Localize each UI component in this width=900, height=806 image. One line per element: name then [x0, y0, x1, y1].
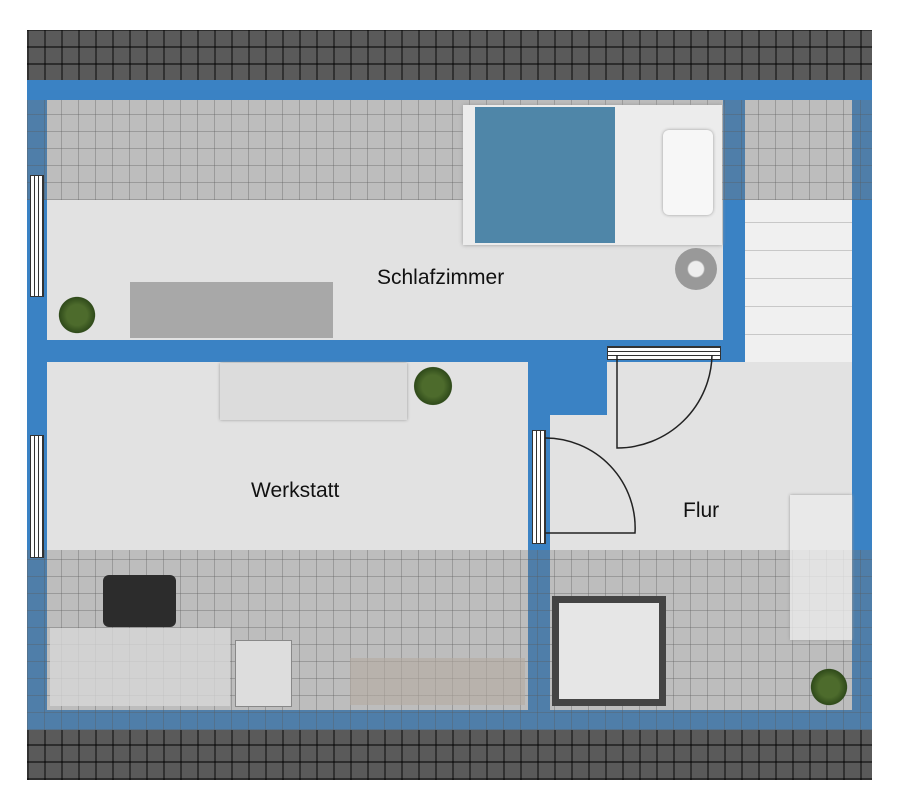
plant-icon [55, 295, 99, 335]
room-label-bedroom: Schlafzimmer [377, 266, 505, 289]
roof-bottom [27, 728, 872, 780]
bookshelf [350, 658, 525, 705]
lamp [675, 248, 717, 290]
window-workshop [30, 435, 44, 558]
staircase [745, 200, 852, 362]
slope-top [27, 100, 872, 200]
office-chair [103, 575, 176, 627]
window-bedroom [30, 175, 44, 297]
roof-hatch [552, 596, 666, 706]
roof-top [27, 30, 872, 82]
door-frame-bedroom [607, 346, 721, 360]
plant-icon [410, 365, 456, 407]
room-label-workshop: Werkstatt [251, 479, 340, 502]
office-desk [50, 628, 230, 706]
bed-pillow [663, 130, 713, 215]
cabinet-hallway [790, 495, 852, 640]
printer [235, 640, 292, 707]
plant-icon [807, 667, 851, 707]
shelf-workshop [220, 363, 407, 420]
door-swing-workshop[interactable] [544, 437, 636, 534]
bed-blanket [475, 107, 615, 243]
room-label-hallway: Flur [683, 499, 720, 522]
door-frame-workshop [532, 430, 546, 544]
desk-bedroom [130, 282, 333, 338]
door-swing-bedroom[interactable] [616, 354, 713, 449]
